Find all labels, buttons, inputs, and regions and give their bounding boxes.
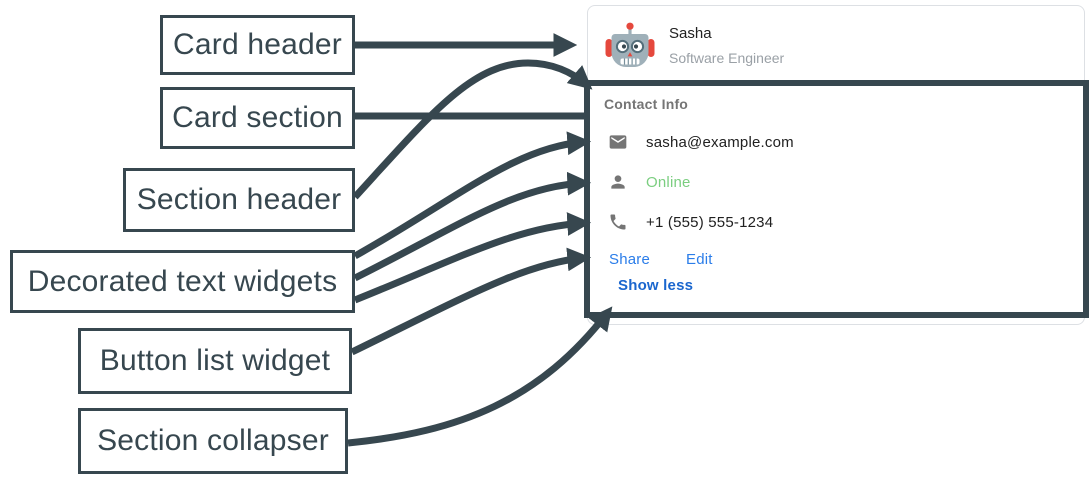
annotation-label-section-collapser: Section collapser [78, 408, 348, 474]
annotation-label-card-header: Card header [160, 15, 355, 75]
annotation-label-text: Section header [136, 183, 342, 216]
button-list: Share Edit [604, 251, 1068, 268]
person-icon [608, 172, 628, 192]
arrow-decorated-text-email [353, 131, 592, 260]
decorated-text-status-value: Online [646, 173, 691, 191]
annotation-label-text: Card section [172, 101, 343, 134]
card-header-text: Sasha Software Engineer [669, 25, 784, 66]
decorated-text-status: Online [604, 172, 1068, 192]
section-header: Contact Info [604, 96, 689, 112]
contact-card: Sasha Software Engineer Contact Info sas… [587, 5, 1085, 325]
section-collapser-button[interactable]: Show less [618, 277, 694, 294]
email-icon [608, 132, 628, 152]
card-header: Sasha Software Engineer [588, 6, 1084, 82]
arrow-section-collapser [347, 306, 613, 447]
decorated-text-email: sasha@example.com [604, 132, 1068, 152]
arrow-decorated-text-phone [353, 212, 592, 304]
annotation-label-button-list-widget: Button list widget [78, 328, 352, 394]
phone-icon [608, 212, 628, 232]
decorated-text-phone: +1 (555) 555-1234 [604, 212, 1068, 232]
annotation-label-section-header: Section header [123, 168, 355, 232]
card-subtitle: Software Engineer [669, 49, 785, 66]
decorated-text-email-value: sasha@example.com [646, 133, 794, 151]
share-button[interactable]: Share [609, 251, 651, 268]
arrow-decorated-text-status [353, 171, 592, 282]
annotation-label-decorated-text-widgets: Decorated text widgets [10, 250, 355, 313]
annotation-label-text: Decorated text widgets [27, 264, 338, 298]
robot-avatar-icon [604, 19, 656, 71]
annotation-label-text: Card header [173, 28, 342, 61]
edit-button[interactable]: Edit [686, 251, 713, 268]
card-title: Sasha [669, 24, 712, 42]
annotation-label-card-section: Card section [160, 87, 355, 149]
card-section: Contact Info sasha@example.com Online +1… [588, 82, 1084, 294]
arrow-section-header [352, 59, 593, 200]
decorated-text-phone-value: +1 (555) 555-1234 [646, 213, 774, 231]
annotation-label-text: Button list widget [99, 344, 331, 377]
arrow-button-list [350, 247, 592, 356]
annotation-label-text: Section collapser [97, 424, 329, 457]
